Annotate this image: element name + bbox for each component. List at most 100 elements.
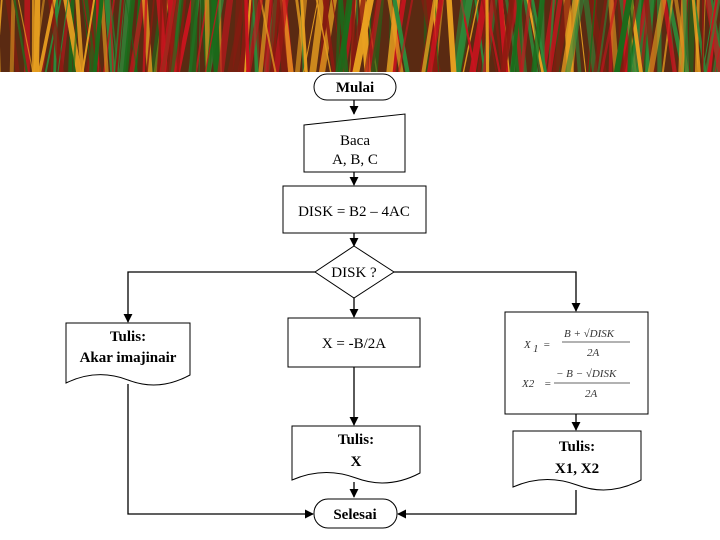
banner-streak xyxy=(392,0,410,72)
banner-streak xyxy=(583,0,598,72)
middle-process: X = -B/2A xyxy=(287,317,421,368)
banner-streak xyxy=(426,0,439,72)
banner-streak xyxy=(365,0,382,72)
banner-streak xyxy=(176,0,187,72)
end-label: Selesai xyxy=(333,507,376,523)
connectors xyxy=(123,100,581,519)
banner-streak xyxy=(704,0,720,72)
banner-streak xyxy=(662,0,677,72)
banner-streak xyxy=(0,0,3,36)
banner-streak xyxy=(275,0,289,72)
banner-streak xyxy=(335,0,342,72)
middle-output-line1: Tulis: xyxy=(338,432,374,448)
banner-streak xyxy=(157,0,163,72)
banner-streak xyxy=(115,0,124,72)
middle-process-label: X = -B/2A xyxy=(322,336,386,352)
arrow-decision-to-left xyxy=(123,271,315,323)
arrow-left-to-end xyxy=(127,384,314,519)
banner-streak xyxy=(469,0,488,72)
banner-streak xyxy=(613,0,633,72)
banner-streak xyxy=(13,0,28,72)
formula-x2-numerator: − B − √DISK xyxy=(556,368,617,380)
arrow-right-to-end xyxy=(397,490,577,519)
banner-streak xyxy=(510,0,522,72)
formula-x1-numerator: B + √DISK xyxy=(564,328,615,340)
banner-streak xyxy=(169,0,185,72)
banner-streak xyxy=(519,0,532,72)
decorative-banner xyxy=(0,0,720,72)
banner-streak xyxy=(600,0,618,72)
banner-streak xyxy=(92,0,104,72)
banner-streak xyxy=(146,0,155,72)
banner-streak xyxy=(32,0,46,72)
banner-streak xyxy=(647,0,667,72)
banner-streak xyxy=(100,0,109,72)
banner-streak xyxy=(492,0,505,72)
banner-streak xyxy=(31,0,35,72)
decision-label: DISK ? xyxy=(331,265,377,281)
formula-x1-denominator: 2A xyxy=(587,347,600,359)
input-node: Baca A, B, C xyxy=(303,113,406,173)
banner-streak xyxy=(588,0,596,72)
banner-streak xyxy=(485,0,490,72)
formula-x1-label: X xyxy=(523,339,532,351)
start-terminator: Mulai xyxy=(313,73,397,101)
banner-streak xyxy=(159,0,177,72)
banner-streak xyxy=(258,0,270,72)
banner-streak xyxy=(204,0,220,72)
banner-streak xyxy=(701,0,704,72)
formula-x2-label: X2 xyxy=(521,378,535,390)
banner-streak xyxy=(421,0,437,72)
banner-streak xyxy=(9,0,16,72)
banner-streak xyxy=(597,0,610,72)
banner-streak xyxy=(0,46,1,72)
banner-streak xyxy=(427,0,444,72)
banner-streak xyxy=(246,0,264,72)
banner-streak xyxy=(109,0,114,72)
banner-streak xyxy=(81,0,96,72)
banner-streak xyxy=(129,0,146,72)
banner-streak xyxy=(627,0,635,72)
banner-streak xyxy=(682,0,690,72)
banner-streak xyxy=(63,0,82,72)
banner-streak xyxy=(546,0,563,72)
formula-x1-subscript: 1 xyxy=(533,343,539,355)
right-output-node: Tulis: X1, X2 xyxy=(512,430,642,491)
banner-streak xyxy=(82,0,92,72)
left-output-line1: Tulis: xyxy=(110,329,146,345)
banner-streak xyxy=(531,0,546,72)
banner-streak xyxy=(166,0,180,72)
end-terminator: Selesai xyxy=(313,498,398,529)
disk-process-label: DISK = B2 – 4AC xyxy=(298,204,410,220)
banner-streak xyxy=(462,0,479,72)
banner-streak xyxy=(300,0,308,72)
banner-streak xyxy=(44,0,62,72)
banner-streak xyxy=(702,0,716,72)
banner-streak xyxy=(714,45,720,72)
banner-streak xyxy=(370,0,384,72)
banner-streak xyxy=(593,0,609,72)
banner-streak xyxy=(322,0,336,72)
start-label: Mulai xyxy=(336,80,374,96)
banner-streak xyxy=(691,0,701,72)
banner-streak xyxy=(195,0,208,72)
banner-streak xyxy=(530,0,541,72)
middle-output-node: Tulis: X xyxy=(291,425,421,484)
formula-x2-denominator: 2A xyxy=(585,388,598,400)
banner-streak xyxy=(565,0,585,72)
banner-streak xyxy=(122,0,136,72)
banner-streak xyxy=(51,0,65,72)
banner-streak xyxy=(309,0,326,72)
banner-streak xyxy=(397,0,414,72)
input-label-line1: Baca xyxy=(340,133,370,149)
banner-streak xyxy=(244,0,250,72)
right-output-line1: Tulis: xyxy=(559,439,595,455)
banner-streak xyxy=(512,0,524,72)
banner-streak xyxy=(232,0,243,72)
banner-streak xyxy=(75,0,85,72)
banner-streak xyxy=(17,0,34,72)
banner-streak xyxy=(217,0,234,72)
right-output-line2: X1, X2 xyxy=(555,461,599,477)
formula-box: X 1 = B + √DISK 2A X2 = − B − √DISK 2A xyxy=(504,311,649,415)
